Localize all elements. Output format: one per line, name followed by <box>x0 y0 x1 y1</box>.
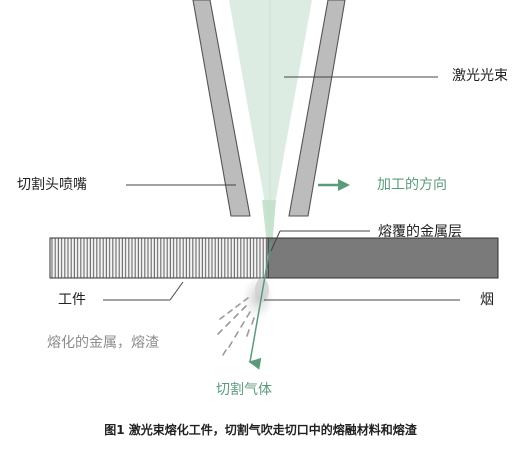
laser-beam-cone <box>229 0 312 232</box>
label-smoke: 烟 <box>480 292 494 308</box>
nozzle-left-wall <box>192 0 251 217</box>
label-laser-beam: 激光光束 <box>452 67 508 84</box>
direction-arrow-head <box>338 179 350 191</box>
label-gas: 切割气体 <box>216 381 272 398</box>
label-molten: 熔化的金属，熔渣 <box>47 335 159 351</box>
figure-caption: 图1 激光束熔化工件，切割气吹走切口中的熔融材料和熔渣 <box>104 423 417 437</box>
label-cladding: 熔覆的金属层 <box>378 224 462 240</box>
gas-arrow <box>248 241 272 370</box>
molten-spatter <box>217 297 255 356</box>
label-nozzle: 切割头喷嘴 <box>17 176 87 193</box>
beam-focus <box>262 200 276 272</box>
workpiece-leader-diag <box>169 281 184 301</box>
label-workpiece: 工件 <box>58 292 86 308</box>
nozzle-right-wall <box>288 0 346 217</box>
label-direction: 加工的方向 <box>377 177 447 193</box>
cladding-leader <box>270 230 281 252</box>
workpiece-hatched <box>49 237 269 279</box>
workpiece-melted-layer <box>267 237 499 279</box>
